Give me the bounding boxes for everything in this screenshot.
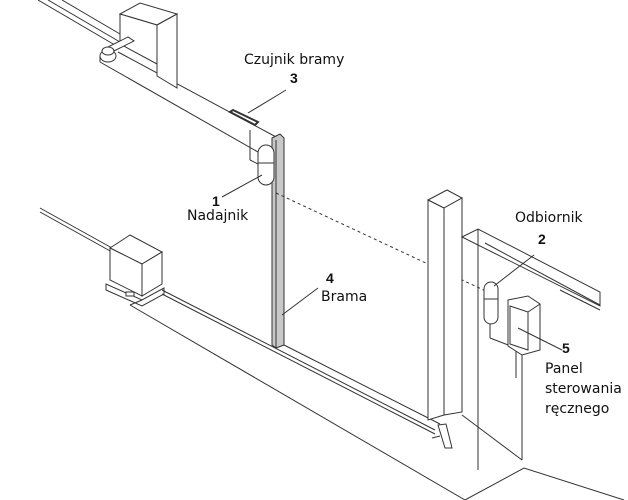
panel-label-line1: Panel — [545, 361, 583, 377]
front-post — [426, 189, 464, 421]
gate-sensor-label: Czujnik bramy — [244, 52, 345, 68]
transmitter-number: 1 — [212, 193, 220, 209]
manual-control-panel — [507, 295, 563, 460]
receiver-wall — [460, 228, 601, 470]
transmitter-label: Nadajnik — [187, 208, 249, 224]
gate-leader-line — [281, 287, 319, 316]
rear-post — [118, 2, 179, 89]
receiver-number: 2 — [538, 231, 546, 247]
gate-top-rail — [37, 0, 279, 161]
gate-sensor-number: 3 — [290, 70, 298, 86]
gate-sensor — [228, 89, 287, 127]
receiver-label: Odbiornik — [515, 210, 583, 226]
gate-number: 4 — [326, 270, 334, 286]
gate-label: Brama — [321, 289, 368, 305]
gate-motor — [105, 234, 165, 307]
guide-roller — [99, 36, 135, 63]
left-rail — [39, 207, 113, 253]
gate-track — [161, 289, 441, 435]
panel-number: 5 — [562, 340, 570, 356]
panel-label-line3: ręcznego — [545, 401, 610, 417]
gate-stopper — [431, 423, 453, 449]
gate-edge — [249, 130, 285, 349]
transmitter — [221, 144, 275, 198]
panel-label-line2: sterowania — [545, 381, 622, 397]
receiver — [483, 254, 535, 378]
ground-outline — [129, 299, 625, 500]
